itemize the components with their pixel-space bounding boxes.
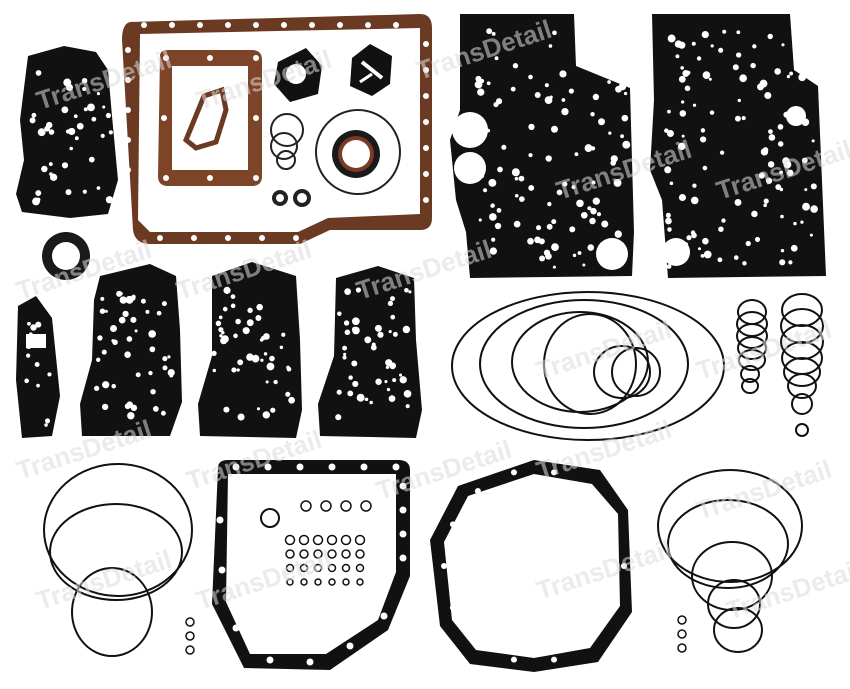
- valve-body-gasket-3: [80, 264, 182, 436]
- cover-gasket: [158, 50, 262, 186]
- tiny-orings-bottom-right: [677, 615, 687, 653]
- large-orings-center: [451, 291, 725, 441]
- small-oring-single: [260, 508, 280, 528]
- oil-pan-gasket: [122, 14, 432, 244]
- separator-plate-gasket-2: [650, 14, 826, 278]
- small-seals: [272, 189, 311, 207]
- small-orings-cluster: [270, 109, 401, 195]
- gasket-perforations: [24, 28, 818, 427]
- valve-body-gasket-5: [318, 266, 422, 438]
- small-black-gasket-b: [350, 44, 392, 96]
- rear-seal: [42, 232, 90, 280]
- small-orings-grid: [284, 500, 372, 586]
- oring-stack-right-a: [736, 299, 768, 394]
- valve-body-gasket-2: [16, 296, 60, 438]
- separator-plate-gasket-1: [450, 14, 634, 278]
- bellhousing-gasket: [212, 460, 410, 670]
- large-orings-bottom-left: [43, 463, 193, 657]
- oring-stack-right-b: [780, 293, 824, 437]
- pump-seal: [332, 130, 380, 178]
- tiny-orings-bottom-left: [185, 617, 195, 655]
- small-black-gasket-a: [274, 48, 322, 102]
- valve-body-gasket-4: [198, 262, 302, 438]
- pump-body-gasket: [430, 460, 632, 672]
- large-orings-bottom-right: [657, 469, 803, 653]
